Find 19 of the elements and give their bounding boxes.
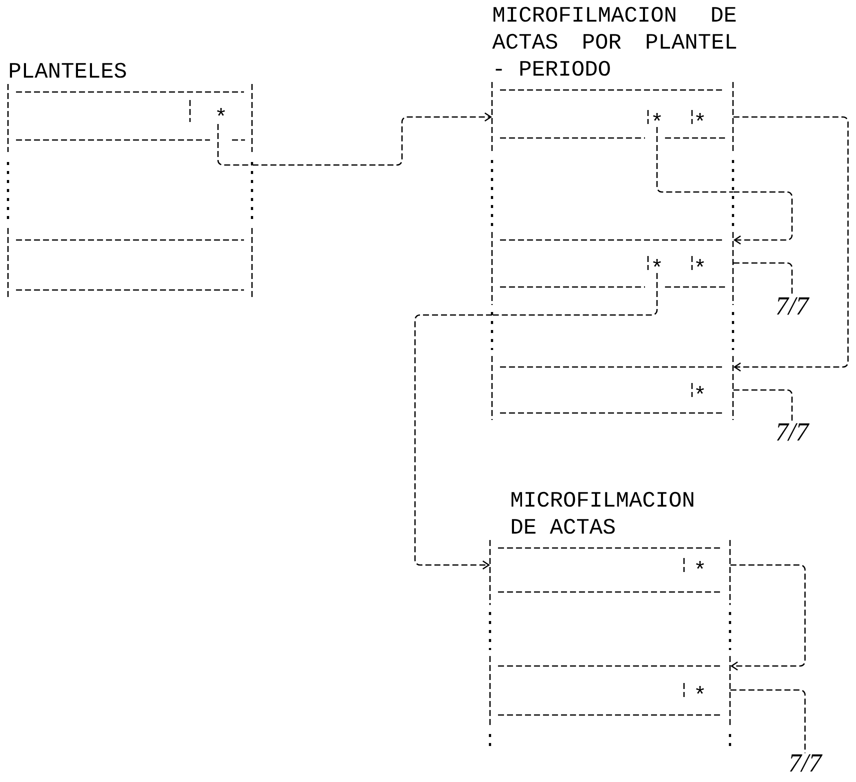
asterisk: *	[653, 259, 661, 267]
arrow	[730, 564, 806, 671]
connector-line	[733, 262, 793, 296]
arrow	[733, 191, 793, 245]
asterisk: *	[696, 113, 704, 121]
asterisk: *	[696, 686, 704, 694]
connector-line	[733, 389, 793, 422]
asterisk: *	[696, 259, 704, 267]
asterisk: *	[696, 561, 704, 569]
page-reference: 7/7	[790, 754, 823, 772]
connector-line	[730, 689, 806, 754]
asterisk: *	[653, 113, 661, 121]
arrow	[733, 116, 849, 372]
asterisk: *	[696, 386, 704, 394]
asterisk: *	[217, 108, 225, 116]
arrow	[252, 112, 492, 166]
arrow	[414, 314, 492, 570]
page-reference: 7/7	[776, 423, 810, 441]
page-reference: 7/7	[776, 297, 810, 315]
